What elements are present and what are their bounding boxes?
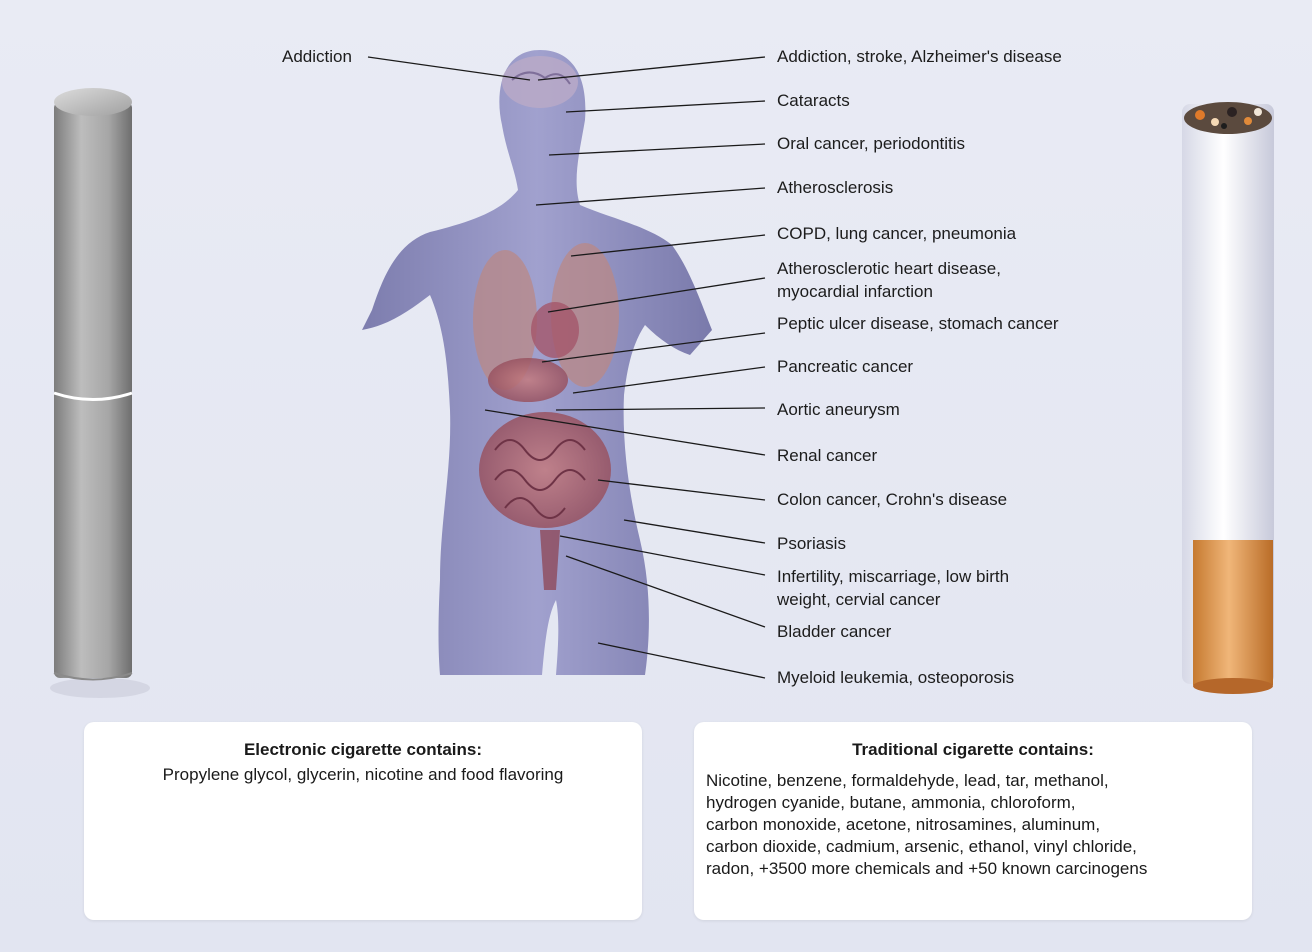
label-infertility-line1: Infertility, miscarriage, low birth (777, 566, 1009, 588)
label-addiction-left: Addiction (282, 46, 352, 68)
label-colon-cancer: Colon cancer, Crohn's disease (777, 489, 1007, 511)
label-heart-disease-line1: Atherosclerotic heart disease, (777, 258, 1001, 280)
label-atherosclerosis: Atherosclerosis (777, 177, 893, 199)
traditional-box-line: radon, +3500 more chemicals and +50 know… (706, 858, 1252, 880)
label-pancreatic-cancer: Pancreatic cancer (777, 356, 913, 378)
ecig-contents-box: Electronic cigarette contains: Propylene… (84, 722, 642, 920)
electronic-cigarette-icon (50, 88, 150, 698)
label-addiction-stroke-alzheimers: Addiction, stroke, Alzheimer's disease (777, 46, 1062, 68)
label-peptic-ulcer: Peptic ulcer disease, stomach cancer (777, 313, 1059, 335)
traditional-box-line: Nicotine, benzene, formaldehyde, lead, t… (706, 770, 1252, 792)
traditional-box-line: hydrogen cyanide, butane, ammonia, chlor… (706, 792, 1252, 814)
label-myeloid-leukemia: Myeloid leukemia, osteoporosis (777, 667, 1014, 689)
label-aortic-aneurysm: Aortic aneurysm (777, 399, 900, 421)
human-body-figure (362, 50, 712, 675)
label-psoriasis: Psoriasis (777, 533, 846, 555)
label-copd: COPD, lung cancer, pneumonia (777, 223, 1016, 245)
label-infertility-line2: weight, cervial cancer (777, 589, 940, 611)
traditional-cigarette-icon (1182, 102, 1274, 694)
label-oral-cancer: Oral cancer, periodontitis (777, 133, 965, 155)
label-bladder-cancer: Bladder cancer (777, 621, 891, 643)
traditional-box-title: Traditional cigarette contains: (694, 740, 1252, 760)
label-heart-disease-line2: myocardial infarction (777, 281, 933, 303)
traditional-box-body: Nicotine, benzene, formaldehyde, lead, t… (706, 770, 1252, 880)
label-renal-cancer: Renal cancer (777, 445, 877, 467)
traditional-contents-box: Traditional cigarette contains: Nicotine… (694, 722, 1252, 920)
ecig-box-body: Propylene glycol, glycerin, nicotine and… (84, 764, 642, 786)
traditional-box-line: carbon monoxide, acetone, nitrosamines, … (706, 814, 1252, 836)
ecig-box-title: Electronic cigarette contains: (84, 740, 642, 760)
traditional-box-line: carbon dioxide, cadmium, arsenic, ethano… (706, 836, 1252, 858)
label-cataracts: Cataracts (777, 90, 850, 112)
